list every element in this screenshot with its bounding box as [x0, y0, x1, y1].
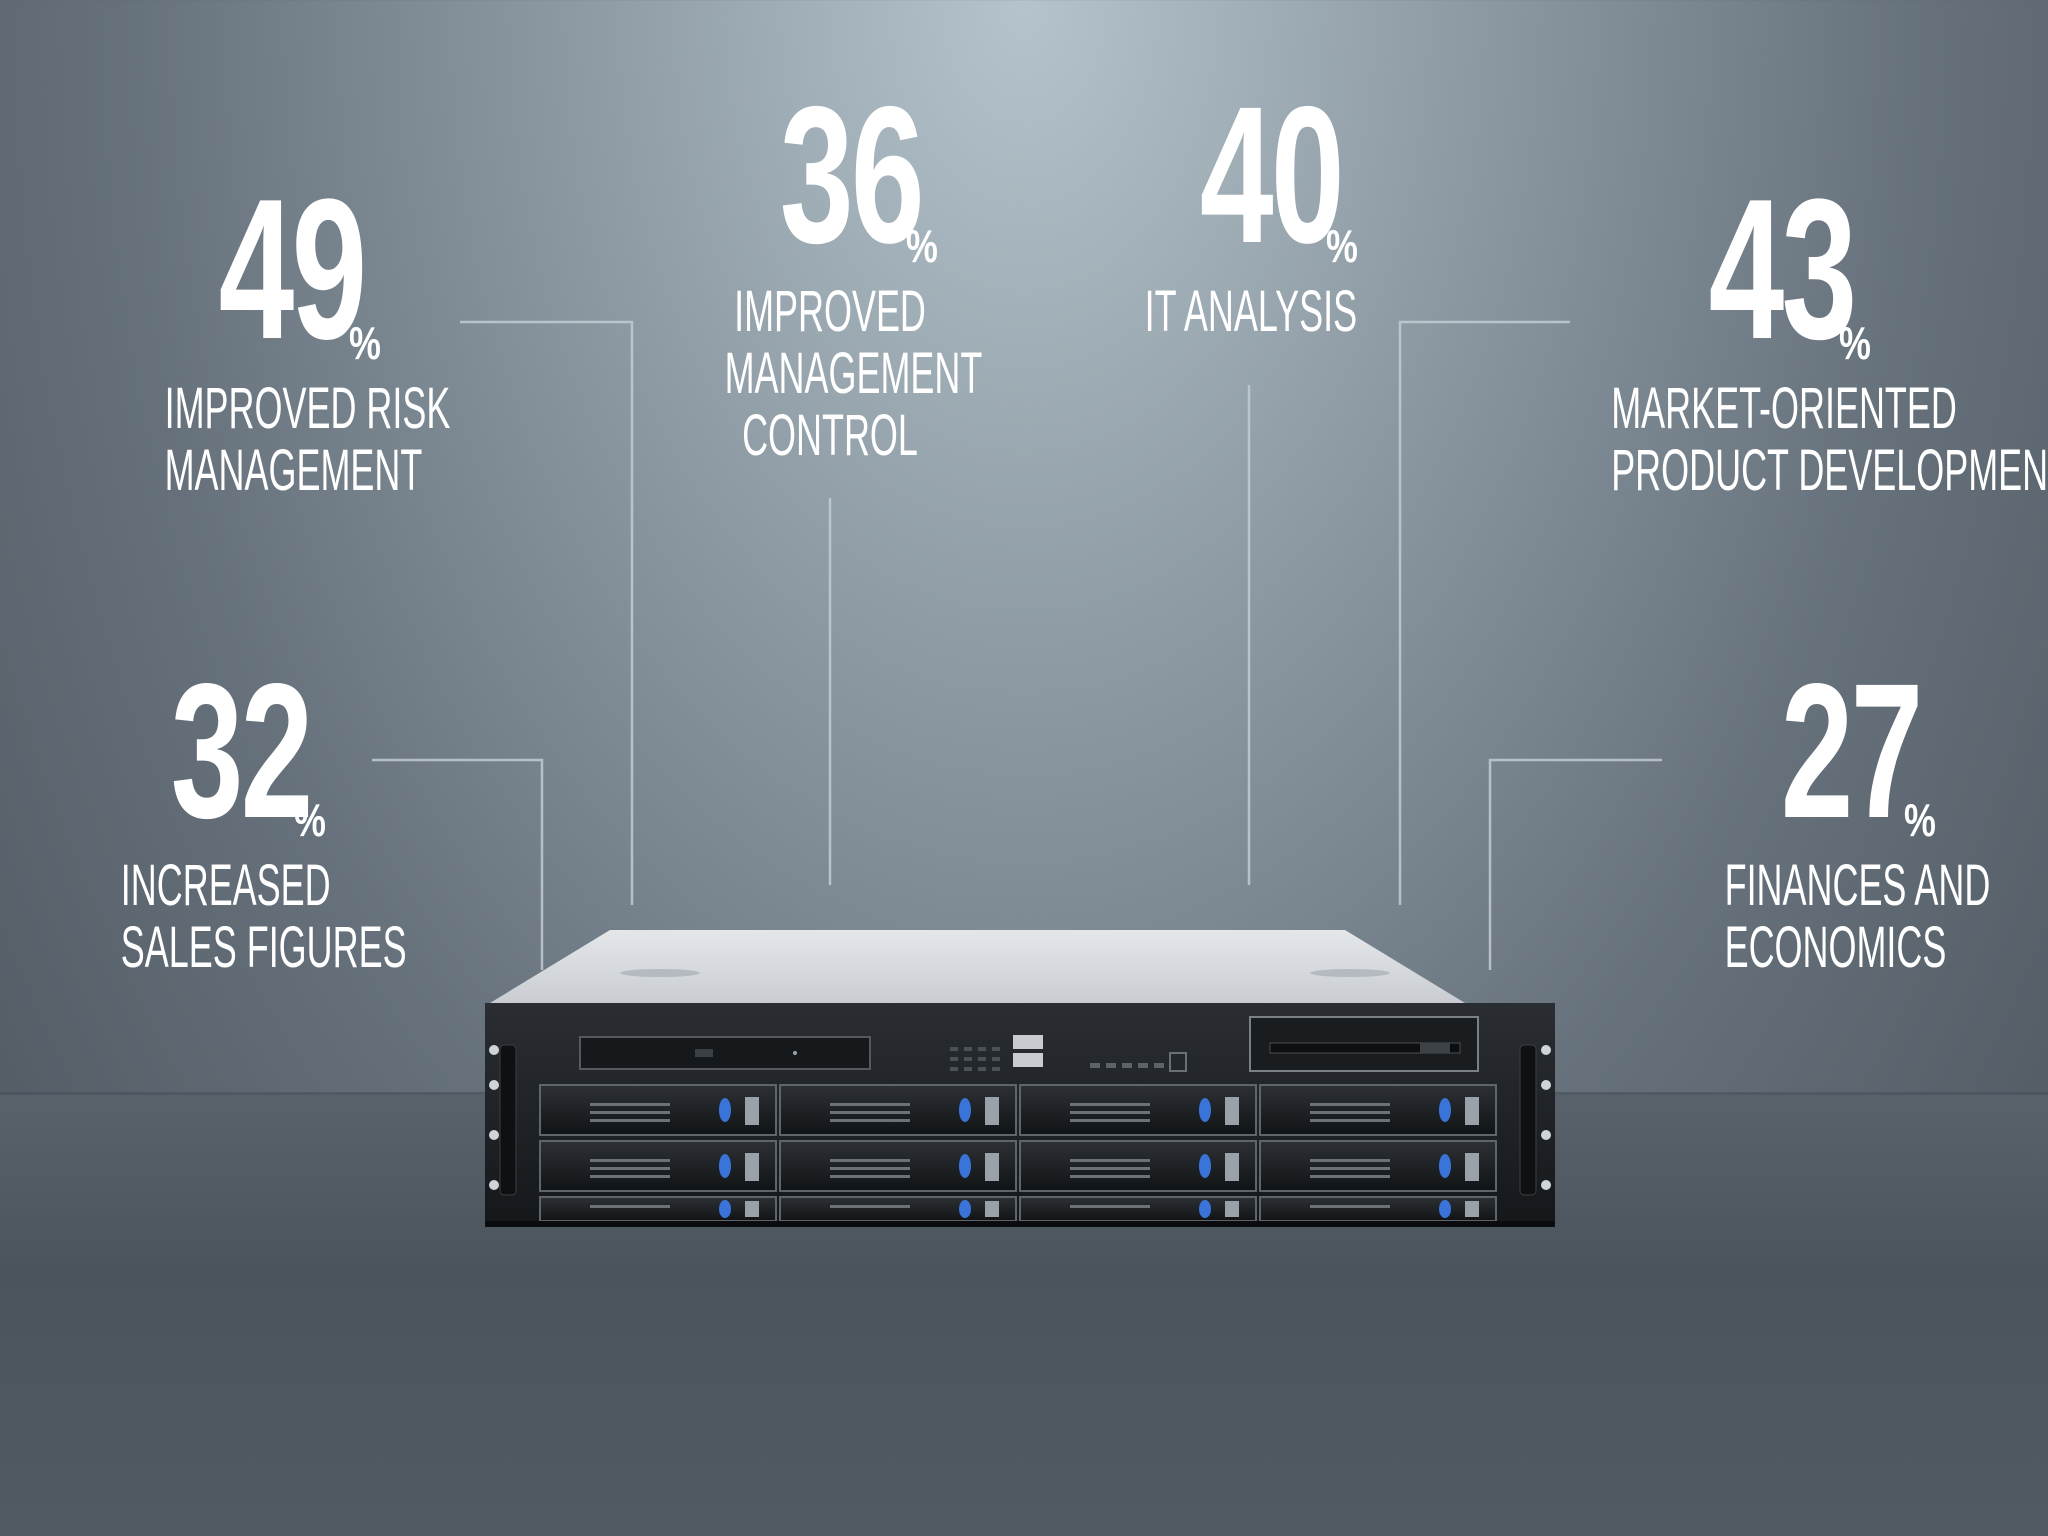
stat-value: 40 — [1199, 66, 1345, 284]
stat-value: 36 — [779, 66, 925, 284]
stat-label: INCREASED SALES FIGURES — [120, 853, 407, 980]
percent-sign: % — [1326, 220, 1358, 272]
connector-49 — [460, 320, 634, 905]
percent-sign: % — [348, 317, 381, 369]
stat-sales-figures: 32 % INCREASED SALES FIGURES — [60, 643, 407, 980]
stat-label: IT ANALYSIS — [1144, 279, 1358, 344]
stat-value: 43 — [1708, 158, 1858, 381]
stat-label: IMPROVED RISK MANAGEMENT — [164, 376, 451, 503]
stat-value: 49 — [218, 158, 368, 381]
stat-value: 27 — [1780, 643, 1923, 858]
stat-label: MARKET-ORIENTED PRODUCT DEVELOPMENT — [1611, 376, 2048, 503]
rack-server-illustration — [485, 930, 1555, 1227]
stat-value: 32 — [170, 643, 313, 858]
optical-drive — [579, 1036, 871, 1070]
stat-management-control: 36 % IMPROVED MANAGEMENT CONTROL — [660, 78, 1000, 467]
percent-sign: % — [1838, 317, 1871, 369]
stat-label: IMPROVED MANAGEMENT CONTROL — [724, 279, 983, 468]
connector-27 — [1488, 758, 1662, 970]
stat-product-development: 43 % MARKET-ORIENTED PRODUCT DEVELOPMENT — [1520, 158, 2048, 503]
percent-sign: % — [906, 220, 938, 272]
percent-sign: % — [294, 794, 327, 846]
drive-bays — [539, 1084, 1497, 1222]
percent-sign: % — [1904, 794, 1937, 846]
stat-it-analysis: 40 % IT ANALYSIS — [1080, 78, 1420, 343]
connector-43 — [1398, 320, 1570, 905]
stat-risk-management: 49 % IMPROVED RISK MANAGEMENT — [100, 158, 451, 503]
stat-label: FINANCES AND ECONOMICS — [1724, 853, 1991, 980]
stat-finances-economics: 27 % FINANCES AND ECONOMICS — [1660, 655, 2000, 979]
connector-32 — [372, 758, 544, 970]
